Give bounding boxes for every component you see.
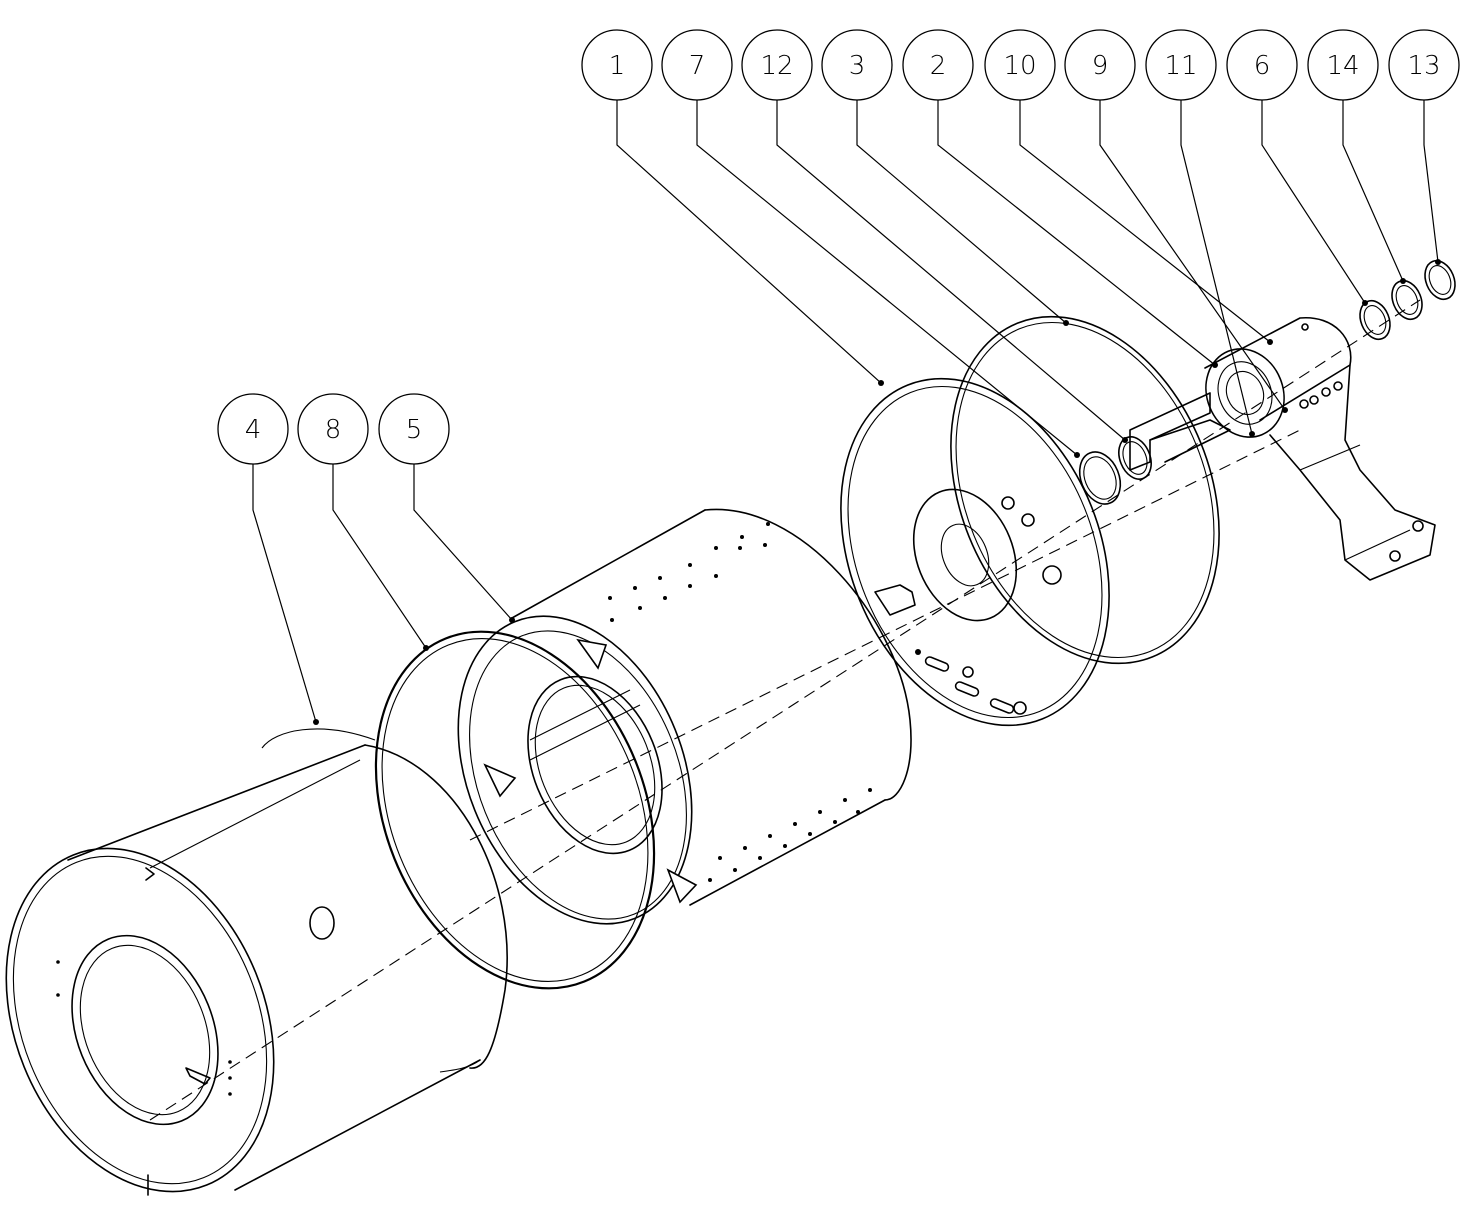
balloon-6-label: 6	[1254, 51, 1271, 81]
balloon-11: 11	[1145, 29, 1217, 101]
part-13-washer	[1424, 259, 1456, 301]
part-5-hole-pattern	[608, 522, 872, 882]
part-3-disc	[950, 315, 1220, 665]
leader-6	[1261, 100, 1366, 304]
balloon-10: 10	[984, 29, 1056, 101]
balloon-5-label: 5	[406, 415, 423, 445]
leader-10	[1019, 100, 1271, 343]
balloon-14: 14	[1307, 29, 1379, 101]
part-6-nut	[1359, 299, 1391, 341]
balloon-13-label: 13	[1407, 51, 1440, 81]
leader-13	[1423, 100, 1439, 263]
part-5-inner-drum	[457, 508, 912, 925]
part-8-ring	[374, 630, 656, 990]
balloon-9-label: 9	[1092, 51, 1109, 81]
leader-5	[413, 464, 513, 621]
balloon-2-label: 2	[930, 51, 947, 81]
leader-2	[937, 100, 1216, 366]
assembly-axis	[149, 299, 1421, 1121]
leader-1	[616, 100, 882, 384]
balloon-8: 8	[297, 393, 369, 465]
balloon-1: 1	[581, 29, 653, 101]
balloon-9: 9	[1064, 29, 1136, 101]
leader-8	[332, 464, 427, 649]
balloon-8-label: 8	[325, 415, 342, 445]
leader-12	[776, 100, 1126, 441]
leader-7	[696, 100, 1078, 456]
balloon-4: 4	[217, 393, 289, 465]
part-7-ring	[1118, 436, 1152, 480]
part-12-ring	[1074, 451, 1122, 505]
part-14-lock-washer	[1391, 278, 1423, 321]
balloon-10-label: 10	[1003, 51, 1036, 81]
balloon-6: 6	[1226, 29, 1298, 101]
balloon-5: 5	[378, 393, 450, 465]
balloon-7-label: 7	[689, 51, 706, 81]
balloon-2: 2	[902, 29, 974, 101]
balloon-4-label: 4	[245, 415, 262, 445]
leader-11	[1180, 100, 1253, 435]
leader-14	[1342, 100, 1404, 282]
leader-lines	[252, 100, 1439, 723]
leader-9	[1099, 100, 1286, 411]
part-1-end-plate	[840, 377, 1110, 727]
leader-4	[252, 464, 317, 723]
balloon-1-label: 1	[609, 51, 626, 81]
balloon-13: 13	[1388, 29, 1460, 101]
balloon-3: 3	[821, 29, 893, 101]
balloon-12: 12	[741, 29, 813, 101]
balloon-12-label: 12	[760, 51, 793, 81]
leader-3	[856, 100, 1067, 324]
balloon-14-label: 14	[1326, 51, 1359, 81]
balloon-3-label: 3	[849, 51, 866, 81]
balloon-7: 7	[661, 29, 733, 101]
balloon-11-label: 11	[1164, 51, 1197, 81]
part-4-outer-drum	[5, 719, 508, 1196]
part-2-bearing-housing	[1129, 317, 1436, 581]
